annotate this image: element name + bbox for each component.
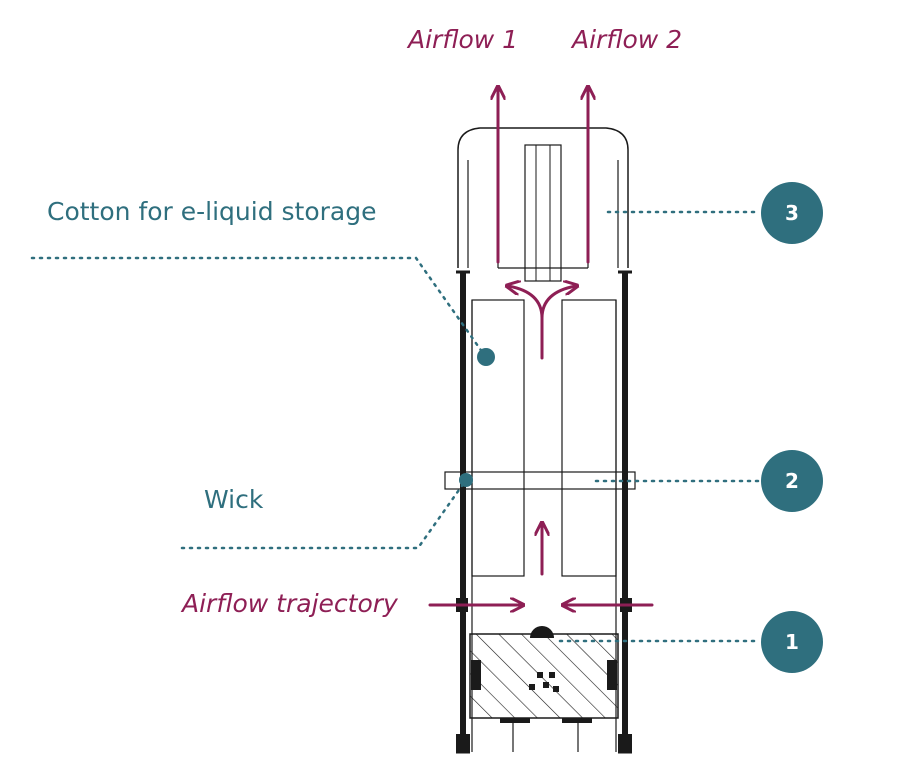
airflow-trajectory-label: Airflow trajectory <box>180 589 399 618</box>
cotton-label: Cotton for e-liquid storage <box>47 197 377 226</box>
cotton-storage <box>471 299 617 577</box>
cotton-leader <box>30 256 487 358</box>
coil-block <box>469 633 619 719</box>
cotton-block-left <box>471 299 525 577</box>
wick-label: Wick <box>204 485 264 514</box>
wick-marker-dot <box>459 473 473 487</box>
coil-base <box>469 626 619 752</box>
badge-3: 3 <box>761 182 823 244</box>
airflow-1-label: Airflow 1 <box>406 25 518 54</box>
mouthpiece <box>457 125 629 282</box>
badge-2: 2 <box>761 450 823 512</box>
badge-3-label: 3 <box>785 201 799 225</box>
cotton-block-right <box>561 299 617 577</box>
badge-1: 1 <box>761 611 823 673</box>
cartridge-housing <box>456 270 632 754</box>
leader-lines <box>30 210 762 643</box>
airflow-split-left <box>508 286 544 360</box>
airflow-arrows <box>428 88 654 605</box>
badge-2-label: 2 <box>785 469 799 493</box>
badge-1-label: 1 <box>785 630 799 654</box>
mouthpiece-channel <box>524 144 562 282</box>
airflow-2-label: Airflow 2 <box>570 25 682 54</box>
cotton-marker-dot <box>477 348 495 366</box>
coil-contact <box>530 626 554 638</box>
airflow-split-right <box>540 286 576 320</box>
